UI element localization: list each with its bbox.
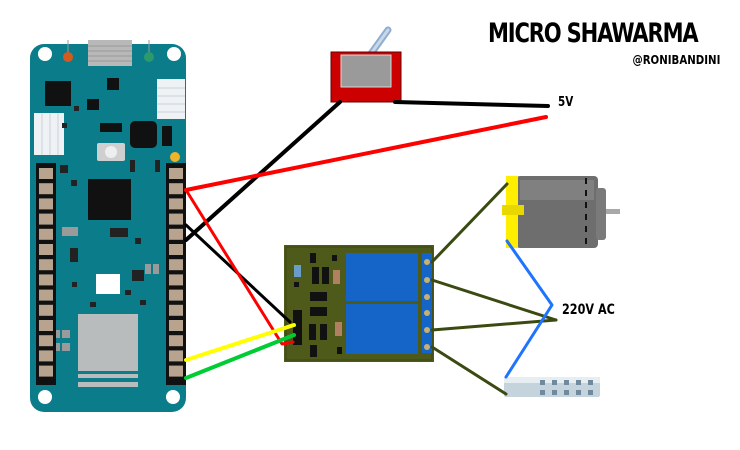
mount-hole [166, 390, 180, 404]
relay-1 [346, 253, 418, 301]
toggle-switch [330, 26, 402, 103]
relay-module [284, 245, 434, 362]
relay-2 [346, 304, 418, 354]
header-pin [169, 198, 183, 210]
arduino-board [30, 40, 186, 412]
label-5v: 5V [558, 95, 574, 110]
wire-ac-heater [430, 345, 508, 396]
heating-element [504, 377, 600, 397]
header-pin [39, 168, 53, 179]
header-pin [39, 365, 53, 377]
mount-hole [167, 47, 181, 61]
header-pin [39, 274, 53, 286]
label-220v-ac: 220V AC [562, 302, 615, 318]
input-header [293, 310, 302, 345]
wire-ac-relay1 [430, 278, 558, 322]
header-pin [39, 198, 53, 210]
mount-hole [38, 390, 52, 404]
header-pin [169, 320, 183, 331]
wire-signal-1 [184, 323, 296, 362]
wire-5v-board [184, 115, 548, 192]
header-pin [39, 183, 53, 195]
led-green [144, 52, 154, 62]
header-pin [169, 259, 183, 271]
header-white [34, 113, 64, 155]
heater-vent [540, 390, 545, 395]
led-orange [63, 52, 73, 62]
header-pin [39, 259, 53, 271]
wifi-module [78, 314, 138, 371]
heater-vent [540, 380, 545, 385]
header-pin [169, 183, 183, 195]
header-pin [169, 244, 183, 255]
author-handle: @RONIBANDINI [632, 53, 720, 67]
wire-ground-switch [184, 100, 342, 242]
header-pin [39, 244, 53, 255]
wire-signal-2 [184, 333, 296, 380]
wire-5v-relay [184, 188, 295, 346]
heater-vent [576, 380, 581, 385]
header-pin [169, 289, 183, 301]
heater-vent [576, 390, 581, 395]
heater-vent [552, 390, 557, 395]
header-pin [39, 213, 53, 225]
mount-hole [38, 47, 52, 61]
wire-ac-relay2 [430, 318, 558, 332]
heater-vent [564, 390, 569, 395]
mcu-chip [88, 179, 131, 220]
heater-vent [552, 380, 557, 385]
header-pin [39, 304, 53, 316]
chip [45, 81, 71, 106]
header-pin [39, 335, 53, 347]
header-pin [39, 320, 53, 331]
header-pin [169, 350, 183, 362]
wire-ground-5v [393, 100, 550, 108]
header-pin [169, 365, 183, 377]
heater-vent [588, 380, 593, 385]
diagram-title: MICRO SHAWARMA [488, 18, 699, 49]
header-pin [169, 304, 183, 316]
header-pin [39, 289, 53, 301]
header-pin [169, 213, 183, 225]
header-pin [169, 168, 183, 179]
heater-vent [564, 380, 569, 385]
header-pin [169, 228, 183, 240]
dc-motor [502, 176, 620, 248]
heater-vent [588, 390, 593, 395]
header-pin [169, 335, 183, 347]
wire-ac-motor [430, 182, 509, 264]
header-pin [39, 228, 53, 240]
header-pin [169, 274, 183, 286]
white-chip [96, 274, 120, 294]
wire-neutral [504, 239, 554, 379]
header-pin [39, 350, 53, 362]
